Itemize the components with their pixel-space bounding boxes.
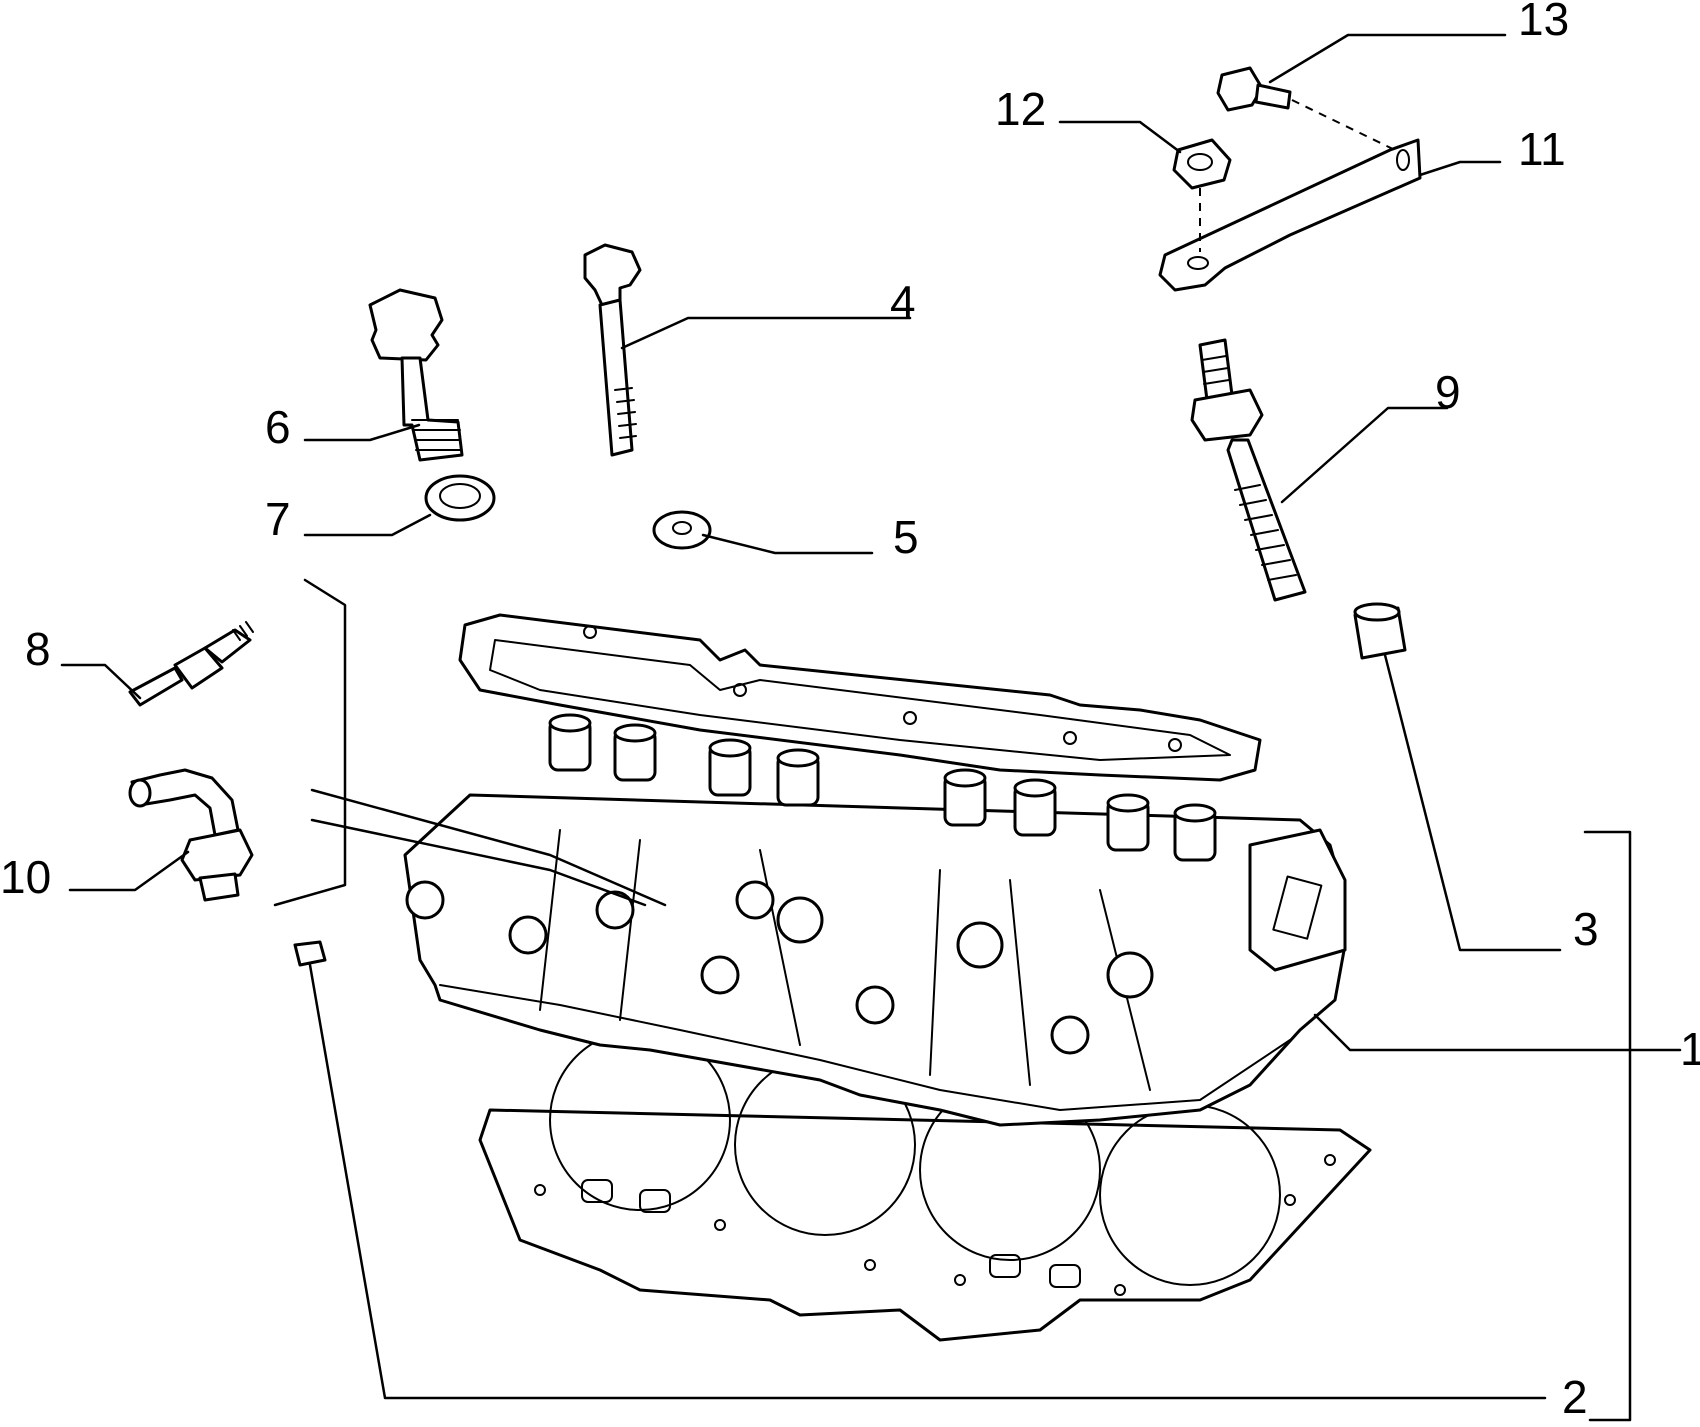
bracket-group [1583, 830, 1632, 1422]
cylinder-head [403, 793, 1347, 1127]
leader-8 [60, 663, 142, 700]
leader-2 [308, 963, 1547, 1400]
bolt-4 [583, 243, 642, 457]
leader-5 [701, 533, 874, 555]
cover-gasket [458, 613, 1262, 782]
bolt-6 [368, 288, 464, 462]
head-gasket [478, 1029, 1372, 1342]
leader-10 [68, 850, 190, 892]
callout-3: 3 [1573, 903, 1599, 955]
callout-13: 13 [1518, 0, 1569, 45]
leader-7 [303, 513, 432, 537]
leader-head-assembly-2 [310, 818, 647, 907]
leader-lines [60, 33, 1682, 1422]
callout-6: 6 [265, 401, 291, 453]
tappets [548, 713, 1217, 862]
leader-12 [1058, 120, 1182, 154]
callout-9: 9 [1435, 366, 1461, 418]
callout-8: 8 [25, 623, 51, 675]
leader-11 [1418, 160, 1502, 177]
washer-5 [652, 510, 712, 550]
washer-7 [424, 474, 496, 522]
leader-9 [1280, 406, 1449, 504]
leader-3 [1383, 653, 1562, 952]
elbow-fitting-10 [128, 768, 254, 902]
leader-6 [303, 423, 421, 442]
plug-2 [293, 940, 327, 967]
callout-1: 1 [1680, 1023, 1700, 1075]
callout-5: 5 [893, 511, 919, 563]
callout-12: 12 [995, 83, 1046, 135]
nut-12 [1172, 138, 1232, 190]
leader-4 [620, 316, 912, 350]
callout-2: 2 [1562, 1371, 1588, 1423]
bolt-13 [1216, 66, 1292, 112]
callout-11: 11 [1518, 123, 1566, 175]
callout-7: 7 [265, 493, 291, 545]
leader-1 [1313, 1013, 1682, 1052]
leader-13 [1268, 33, 1507, 84]
stud-9 [1190, 338, 1307, 602]
callout-4: 4 [890, 276, 916, 328]
leader-head-assembly [310, 788, 667, 907]
bracket-11 [1158, 138, 1422, 292]
leader-head-group [273, 578, 347, 907]
callout-10: 10 [0, 851, 51, 903]
assembly-line-13 [1291, 99, 1396, 151]
union-8 [128, 621, 254, 707]
bush [1353, 602, 1407, 660]
